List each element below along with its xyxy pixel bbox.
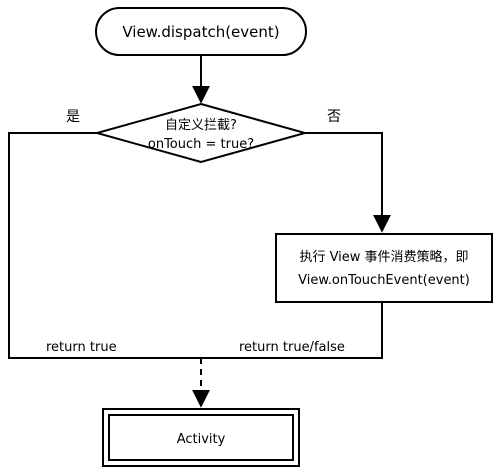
start-terminator-label: View.dispatch(event) — [122, 23, 279, 41]
no-label: 否 — [327, 109, 341, 125]
yes-label: 是 — [66, 109, 80, 125]
decision-label-line2: onTouch = true? — [148, 137, 254, 152]
activity-box-inner — [108, 414, 294, 461]
decision-label-line1: 自定义拦截? — [165, 118, 237, 133]
process-box-label-line1: 执行 View 事件消费策略，即 — [299, 249, 468, 265]
process-box-label-line2: View.onTouchEvent(event) — [298, 273, 470, 288]
yes-branch-connector — [8, 132, 201, 359]
activity-box-outer — [102, 408, 300, 467]
activity-box-label: Activity — [177, 432, 226, 447]
return-left-label: return true — [46, 340, 117, 355]
process-box — [275, 233, 493, 303]
return-right-label: return true/false — [239, 340, 345, 355]
process-return-connector — [201, 302, 383, 359]
no-branch-connector — [305, 132, 391, 233]
decision-diamond — [93, 102, 309, 164]
